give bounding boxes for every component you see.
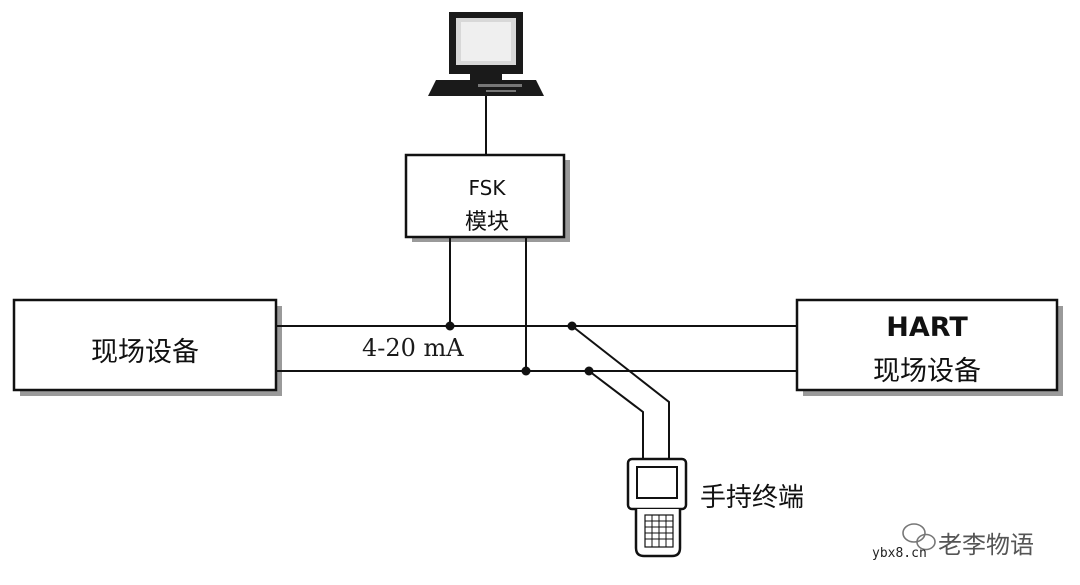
loop-current-label: 4-20 mA <box>362 334 464 362</box>
handheld-tap-2 <box>588 370 644 458</box>
hart-device-title: HART <box>886 312 968 343</box>
hart-device-box <box>795 298 1059 392</box>
watermark-url: ybx8.cn <box>872 546 927 561</box>
watermark-name: 老李物语 <box>938 531 1034 559</box>
wechat-icon <box>902 523 936 551</box>
junction-dot <box>584 366 594 376</box>
fsk-module-subtitle: 模块 <box>464 210 509 235</box>
hart-device-subtitle: 现场设备 <box>873 356 981 387</box>
handheld-tap-1 <box>571 325 670 458</box>
field-device-label: 现场设备 <box>91 337 199 368</box>
junction-dot <box>445 321 455 331</box>
field-device-box <box>12 298 278 392</box>
fsk-module-title: FSK <box>468 176 506 200</box>
fsk-module-box <box>404 153 566 239</box>
handheld-terminal-label: 手持终端 <box>700 483 805 513</box>
junction-dot <box>521 366 531 376</box>
computer-icon <box>428 12 544 96</box>
junction-dot <box>567 321 577 331</box>
handheld-terminal-icon <box>626 457 688 558</box>
